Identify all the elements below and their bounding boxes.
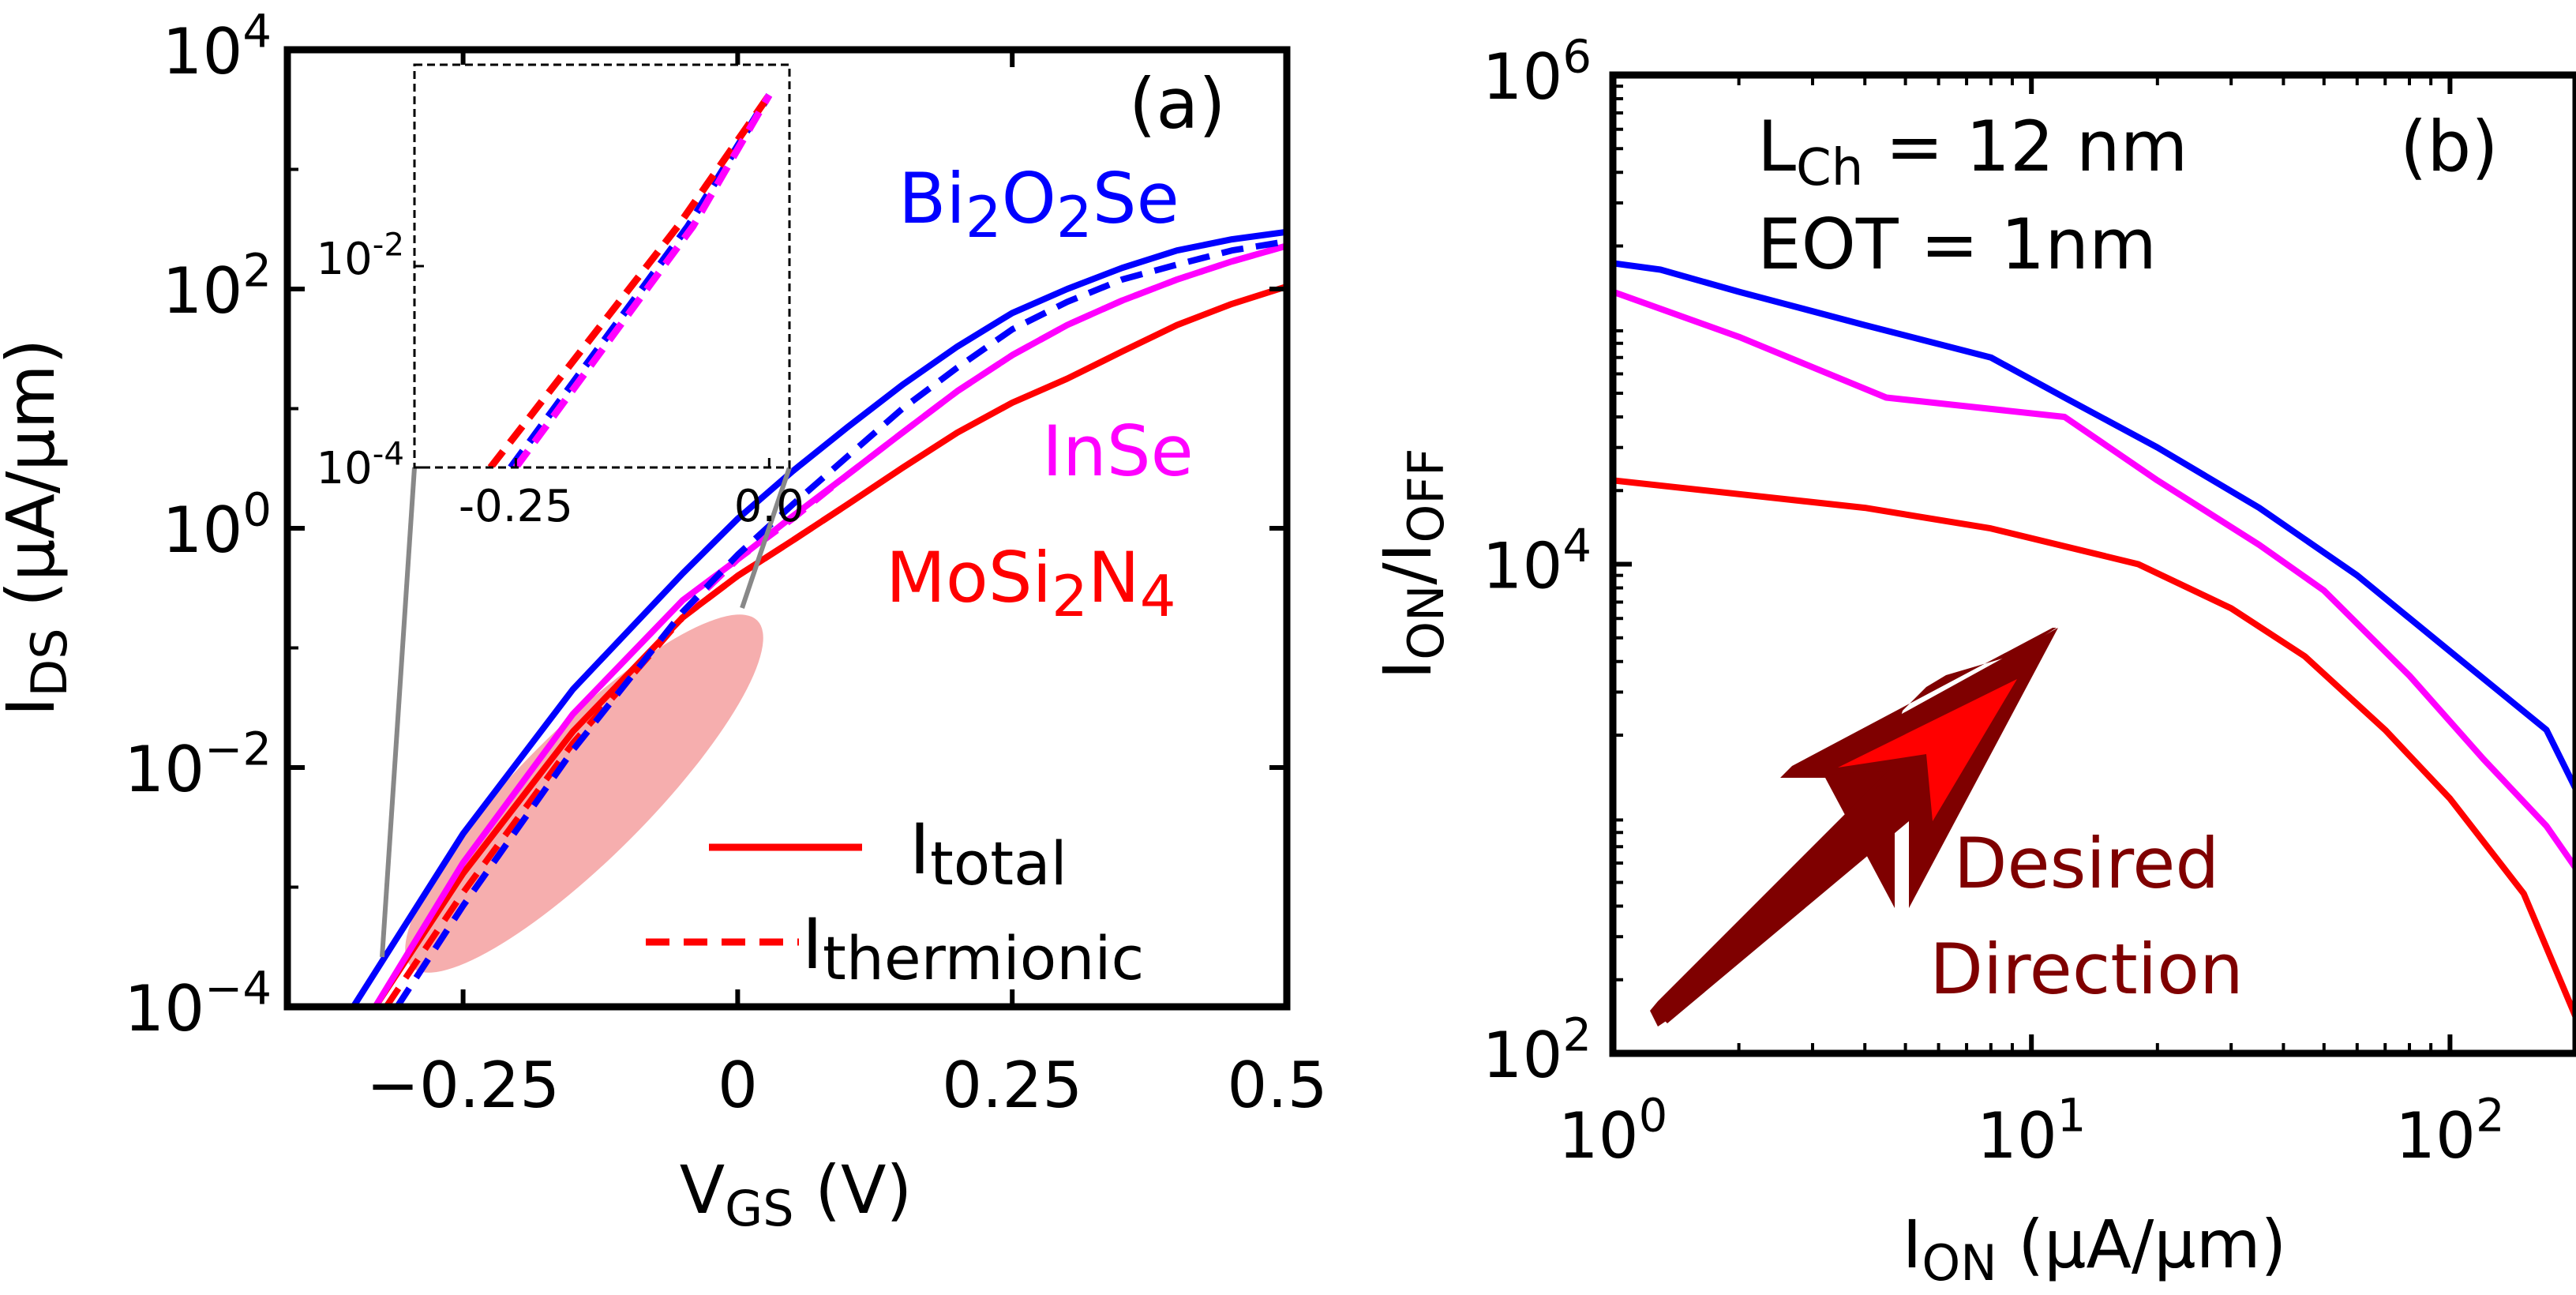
inset-a: -0.25 0.0 10-4 10-2 xyxy=(317,63,804,958)
series-bi2o2se-total xyxy=(351,228,1287,1007)
annotation-direction: Direction xyxy=(1929,929,2244,1010)
x-tick-label: 0.5 xyxy=(1227,1049,1327,1122)
y-tick-label: 10−4 xyxy=(124,962,272,1045)
series-label-inse: InSe xyxy=(1042,411,1194,492)
series-inse xyxy=(1613,288,2576,871)
desired-direction-arrow xyxy=(1650,628,2058,1027)
panel-a-series xyxy=(351,228,1287,1007)
inset-ticks: -0.25 0.0 10-4 10-2 xyxy=(317,226,804,532)
arrow-head-fill xyxy=(1838,679,2017,821)
inset-y-tick-label: 10-4 xyxy=(317,435,404,494)
inset-series-line xyxy=(487,92,772,467)
panel-a-ticks: −0.25 0 0.25 0.5 10−4 10−2 100 102 104 xyxy=(124,5,1327,1122)
inset-x-tick-label: -0.25 xyxy=(459,481,573,532)
annotation-eot: EOT = 1nm xyxy=(1757,204,2157,285)
panel-b-ticks: 100 101 102 102 104 106 xyxy=(1483,30,2576,1173)
x-tick-label: 0.25 xyxy=(942,1049,1082,1122)
inset-background xyxy=(414,65,789,467)
series-inse-thermionic xyxy=(394,242,1287,1007)
inset-connector-right xyxy=(740,467,792,609)
y-tick-label: 102 xyxy=(163,244,272,328)
panel-b-series xyxy=(1613,260,2576,1019)
series-mosi2n4 xyxy=(1613,477,2576,1019)
panel-b-xlabel: ION (µA/µm) xyxy=(1903,1206,2287,1292)
b-x-tick-label: 101 xyxy=(1977,1089,2086,1173)
panel-a-ylabel: IDS (µA/µm) xyxy=(0,339,78,717)
panel-a-label: (a) xyxy=(1129,63,1226,145)
y-tick-label: 100 xyxy=(163,483,272,567)
legend-entry-thermionic: Ithermionic xyxy=(802,903,1144,993)
b-x-tick-label: 100 xyxy=(1558,1089,1667,1173)
series-mosi2n4-thermionic xyxy=(383,501,849,1007)
inset-x-tick-label: 0.0 xyxy=(734,481,804,532)
series-mosi2n4-total xyxy=(372,283,1287,1007)
panel-a: −0.25 0 0.25 0.5 10−4 10−2 100 102 104 (a) Bi2O2… xyxy=(0,5,1328,1237)
legend-a: Itotal Ithermionic xyxy=(646,809,1144,993)
series-label-bi2o2se: Bi2O2Se xyxy=(898,158,1179,250)
series-label-mosi2n4: MoSi2N4 xyxy=(886,537,1176,629)
b-y-tick-label: 104 xyxy=(1483,520,1592,603)
inset-series-line xyxy=(508,93,773,467)
y-tick-label: 104 xyxy=(163,5,272,88)
b-y-tick-label: 106 xyxy=(1483,30,1592,114)
x-tick-label: −0.25 xyxy=(366,1049,560,1122)
panel-b: 100 101 102 102 104 106 (b) LCh = 12 nm EOT =… xyxy=(1369,30,2576,1292)
annotation-channel-length: LCh = 12 nm xyxy=(1757,106,2188,197)
inset-y-tick-label: 10-2 xyxy=(317,226,404,285)
b-y-tick-label: 102 xyxy=(1483,1008,1592,1092)
inset-series xyxy=(487,92,773,467)
inset-series-line xyxy=(512,93,773,467)
highlight-ellipse xyxy=(405,614,763,973)
annotation-desired: Desired xyxy=(1954,823,2219,904)
inset-connector-left xyxy=(380,467,417,958)
panel-b-label: (b) xyxy=(2400,106,2499,187)
x-tick-label: 0 xyxy=(718,1049,758,1122)
panel-a-xlabel: VGS (V) xyxy=(680,1151,913,1237)
y-tick-label: 10−2 xyxy=(124,723,272,806)
panel-b-ylabel: ION/IOFF xyxy=(1369,448,1455,679)
series-bi2o2se xyxy=(1613,260,2576,791)
legend-entry-total: Itotal xyxy=(909,809,1067,899)
series-bi2o2se-thermionic xyxy=(394,238,1287,1007)
b-x-tick-label: 102 xyxy=(2395,1089,2504,1173)
